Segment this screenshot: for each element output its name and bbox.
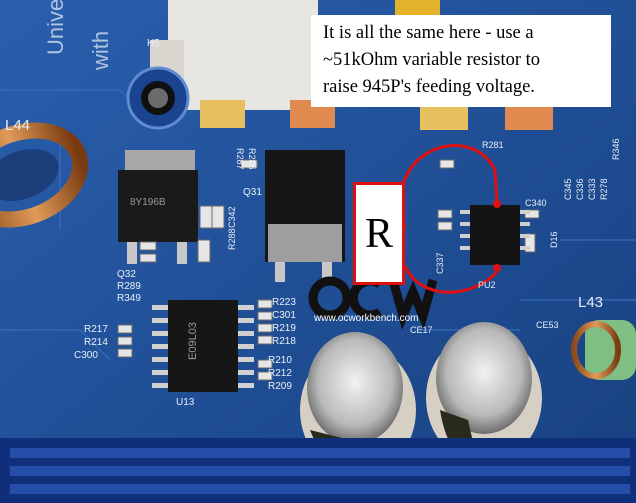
chip-u13 bbox=[168, 300, 238, 392]
caption-line-3: raise 945P's feeding voltage. bbox=[323, 77, 535, 97]
silk-board-text: Unive bbox=[43, 0, 68, 55]
silk-r288: R288 bbox=[227, 228, 237, 250]
resistor-label: R bbox=[364, 211, 393, 257]
inductor-coil-wire bbox=[571, 321, 621, 379]
silk-pu2: PU2 bbox=[478, 280, 496, 290]
inductor-coil-core bbox=[0, 148, 59, 202]
silk-r214: R214 bbox=[84, 337, 108, 348]
silk-c300: C300 bbox=[74, 350, 98, 361]
controller-chip-pu2 bbox=[470, 205, 520, 265]
solder-point bbox=[493, 200, 501, 208]
annotation-wire bbox=[403, 265, 499, 294]
chip-marking-u13: E09L03 bbox=[187, 322, 199, 360]
chip-u13-pins bbox=[152, 305, 254, 388]
silk-r219: R219 bbox=[272, 323, 296, 334]
silk-r217: R217 bbox=[84, 324, 108, 335]
watermark-url: www.ocworkbench.com bbox=[314, 313, 419, 324]
silk-board-text: with bbox=[88, 30, 113, 70]
mosfet-q31-tab bbox=[268, 224, 342, 262]
mosfet-q31-leg bbox=[322, 262, 332, 282]
silk-q32: Q32 bbox=[117, 269, 136, 280]
chip-pins bbox=[460, 210, 530, 250]
orange-tab bbox=[200, 100, 245, 128]
bottom-connector-pins bbox=[10, 448, 630, 494]
silk-l44: L44 bbox=[5, 117, 31, 134]
silk-r223: R223 bbox=[272, 297, 296, 308]
silk-ce53: CE53 bbox=[536, 320, 559, 330]
mosfet-q32 bbox=[118, 170, 198, 242]
white-connector bbox=[168, 0, 318, 110]
silk-l43: L43 bbox=[578, 294, 604, 311]
silk-r209: R209 bbox=[268, 381, 292, 392]
silk-d16: D16 bbox=[549, 231, 559, 248]
inductor-green bbox=[585, 320, 636, 380]
caption-line-1: It is all the same here - use a bbox=[323, 23, 534, 43]
smd-components bbox=[117, 159, 540, 381]
capacitor-top bbox=[436, 322, 532, 434]
mosfet-q31-leg bbox=[275, 262, 285, 282]
silk-r218: R218 bbox=[272, 336, 296, 347]
caption-line-2: ~51kOhm variable resistor to bbox=[323, 50, 541, 70]
silk-c336: C336 bbox=[575, 178, 585, 200]
silk-c337: C337 bbox=[435, 252, 445, 274]
silk-r212: R212 bbox=[268, 368, 292, 379]
silk-c345: C345 bbox=[563, 178, 573, 200]
silk-c340: C340 bbox=[525, 198, 547, 208]
silk-h5: H5 bbox=[147, 38, 160, 49]
silk-r287: R287 bbox=[235, 148, 245, 170]
silk-c301: C301 bbox=[272, 310, 296, 321]
silk-r210: R210 bbox=[268, 355, 292, 366]
inductor-coil bbox=[0, 122, 89, 228]
silk-ce17: CE17 bbox=[410, 325, 433, 335]
mosfet-q32-leg bbox=[177, 242, 187, 264]
silk-r289: R289 bbox=[117, 281, 141, 292]
silk-r278: R278 bbox=[599, 178, 609, 200]
silk-r349: R349 bbox=[117, 293, 141, 304]
solder-point bbox=[493, 264, 501, 272]
mosfet-q32-leg bbox=[127, 242, 137, 264]
caption-box: It is all the same here - use a ~51kOhm … bbox=[311, 15, 611, 107]
silk-u13: U13 bbox=[176, 397, 195, 408]
silk-r286: R286 bbox=[247, 148, 257, 170]
capacitor-top bbox=[307, 332, 403, 444]
silk-r281: R281 bbox=[482, 140, 504, 150]
silk-c342: C342 bbox=[227, 206, 237, 228]
silk-r346: R346 bbox=[611, 138, 621, 160]
resistor-marker: R bbox=[353, 182, 405, 285]
chip-marking-q32: 8Y196B bbox=[130, 197, 166, 208]
silk-c333: C333 bbox=[587, 178, 597, 200]
silk-q31: Q31 bbox=[243, 187, 262, 198]
mounting-hole-inner bbox=[148, 88, 168, 108]
